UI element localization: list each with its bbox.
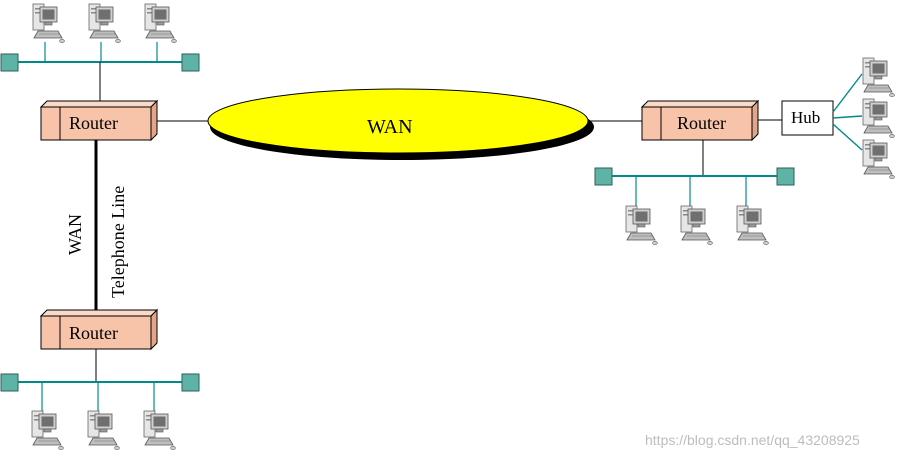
terminator-icon [0,53,19,72]
hub-box [781,100,834,136]
watermark: https://blog.csdn.net/qq_43208925 [645,432,860,448]
computer-icon [680,205,713,246]
router-label: Router [69,113,118,133]
router-label: Router [69,323,118,343]
terminator-icon [594,167,613,186]
computer-icon [143,410,176,451]
computer-icon [144,3,177,44]
terminator-icon [181,373,200,392]
hub-label: Hub [791,108,820,127]
wan-cloud: WAN [207,88,594,160]
wan-label: WAN [367,116,413,138]
telephone-line-label: Telephone Line [108,186,128,298]
computer-icon [625,205,658,246]
computer-icon [31,410,64,451]
lan-right [594,140,795,246]
wan-link-label: WAN [65,214,85,255]
lan-bottom-left [0,349,200,451]
router-bottom-left: Router [40,309,158,350]
computer-icon [862,98,895,139]
terminator-icon [0,373,19,392]
computer-icon [862,139,895,180]
terminator-icon [181,53,200,72]
hub: Hub [781,100,834,136]
hub-spoke [832,115,863,119]
computer-icon [87,410,120,451]
computer-icon [736,205,769,246]
computer-icon [862,57,895,98]
lan-top-left [0,3,200,102]
terminator-icon [776,167,795,186]
router-label: Router [677,113,726,133]
router-top-left: Router [40,100,158,141]
computer-icon [88,3,121,44]
router-right: Router [641,100,759,141]
computer-icon [32,3,65,44]
hub-spoke [832,73,863,113]
hub-spoke [832,123,863,151]
